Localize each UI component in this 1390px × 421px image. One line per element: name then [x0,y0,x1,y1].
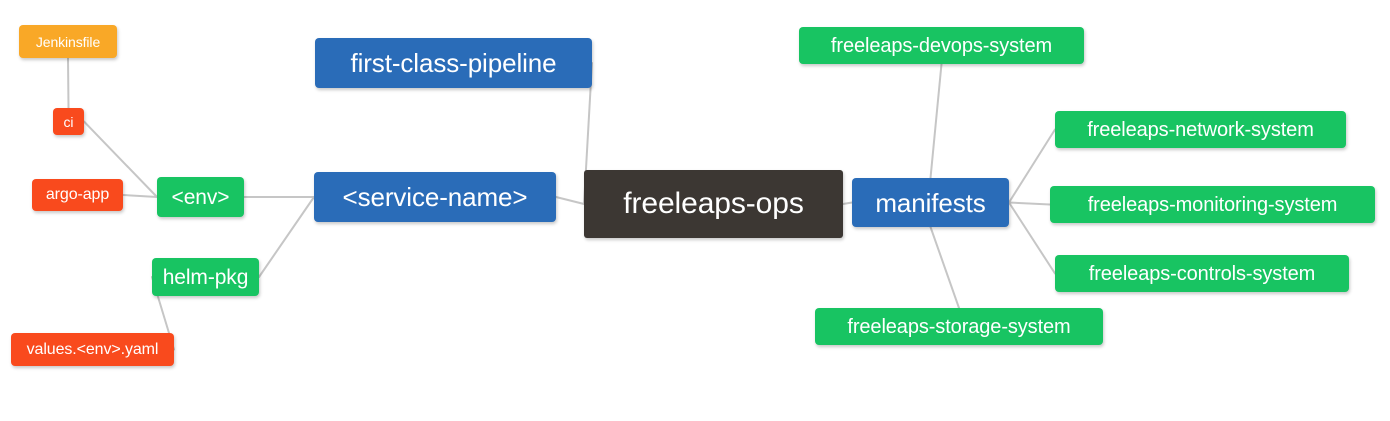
node-label: freeleaps-devops-system [830,34,1053,57]
node-label: <env> [171,185,230,209]
node-ci[interactable]: ci [53,108,84,135]
node-first-class-pipeline[interactable]: first-class-pipeline [315,38,592,88]
edge-manifests-to-freeleaps-network-system [1008,128,1056,204]
node-freeleaps-storage-system[interactable]: freeleaps-storage-system [815,308,1103,345]
node-label: freeleaps-network-system [1087,118,1314,141]
node-service-name[interactable]: <service-name> [314,172,556,222]
edge-manifests-to-freeleaps-storage-system [929,226,960,309]
edge-env-to-argo-app [122,194,158,198]
node-argo-app[interactable]: argo-app [32,179,123,211]
node-freeleaps-monitoring-system[interactable]: freeleaps-monitoring-system [1050,186,1375,223]
edge-root-to-service-name [555,196,585,205]
edge-manifests-to-freeleaps-devops-system [929,63,943,179]
node-label: manifests [875,187,986,218]
node-label: freeleaps-controls-system [1088,262,1316,285]
node-root[interactable]: freeleaps-ops [584,170,843,238]
node-label: <service-name> [342,182,528,212]
node-freeleaps-devops-system[interactable]: freeleaps-devops-system [799,27,1084,64]
edge-manifests-to-freeleaps-controls-system [1008,201,1056,275]
edge-manifests-to-freeleaps-monitoring-system [1008,201,1051,206]
node-values-env-yaml[interactable]: values.<env>.yaml [11,333,174,366]
node-label: Jenkinsfile [35,33,101,50]
edge-service-name-to-helm-pkg [258,196,315,278]
node-label: freeleaps-ops [623,187,804,220]
edge-ci-to-jenkinsfile [67,57,70,109]
node-label: values.<env>.yaml [26,340,159,358]
node-label: freeleaps-storage-system [847,315,1071,338]
node-helm-pkg[interactable]: helm-pkg [152,258,259,296]
node-label: first-class-pipeline [350,48,557,78]
node-manifests[interactable]: manifests [852,178,1009,227]
node-label: helm-pkg [162,265,249,289]
node-label: ci [63,113,74,130]
node-freeleaps-network-system[interactable]: freeleaps-network-system [1055,111,1346,148]
node-jenkinsfile[interactable]: Jenkinsfile [19,25,117,58]
node-env[interactable]: <env> [157,177,244,217]
node-freeleaps-controls-system[interactable]: freeleaps-controls-system [1055,255,1349,292]
edge-root-to-manifests [842,201,853,205]
node-label: argo-app [45,186,110,203]
node-label: freeleaps-monitoring-system [1087,193,1338,216]
